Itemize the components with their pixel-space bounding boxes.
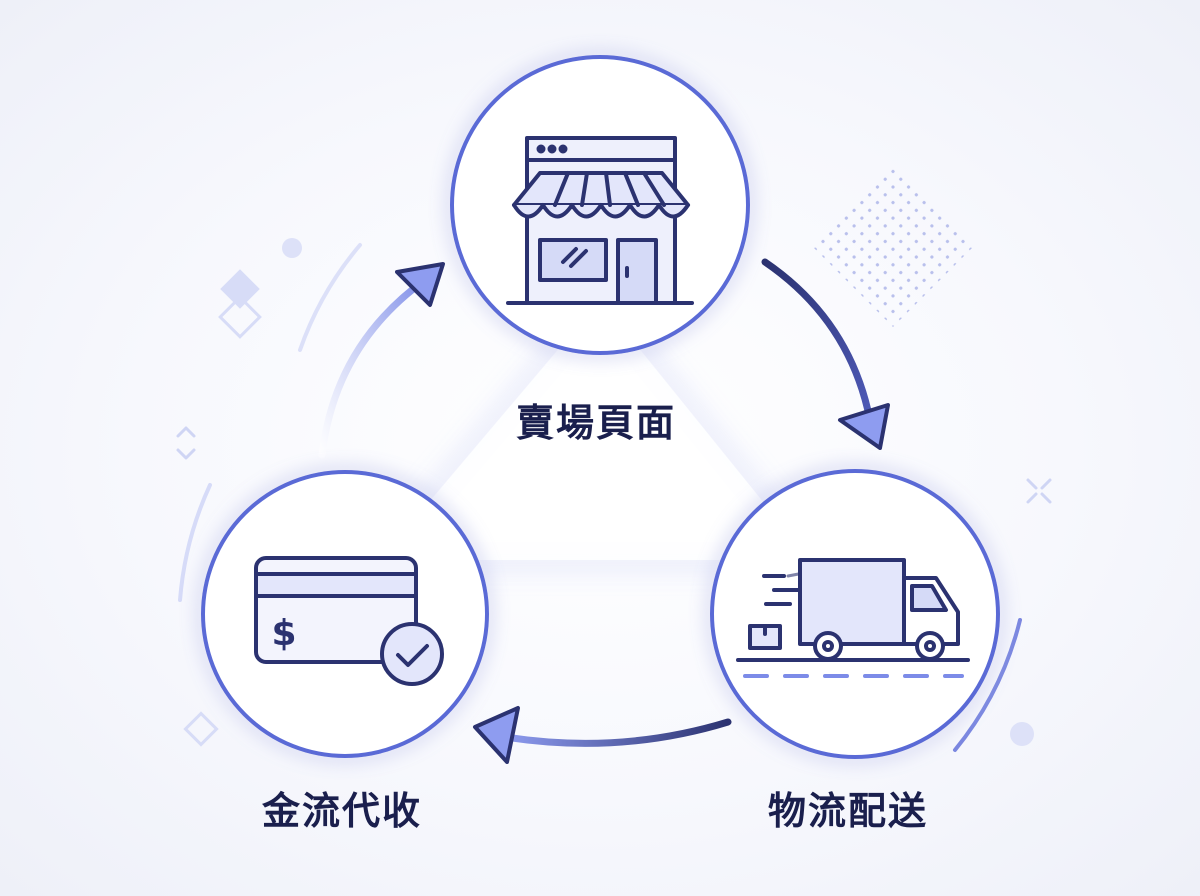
dot-icon: [1010, 722, 1034, 746]
payment-label: 金流代收: [262, 789, 423, 833]
triangle-backdrop: [369, 292, 821, 565]
logistics-label: 物流配送: [768, 789, 929, 833]
storefront-label: 賣場頁面: [516, 401, 677, 445]
logistics-node: [710, 469, 1000, 759]
storefront-icon: [506, 136, 694, 305]
orbit-arc-lines: [178, 243, 1022, 752]
diamond-outline-icon: [183, 711, 219, 747]
svg-text:$: $: [271, 613, 296, 654]
arrow-logistics-to-payment: [473, 706, 732, 764]
delivery-truck-icon: [736, 558, 970, 678]
arrow-storefront-to-logistics: [761, 258, 890, 450]
storefront-node: [450, 55, 750, 355]
credit-card-check-icon: $: [254, 556, 444, 686]
diamond-pair-icon: [218, 269, 262, 339]
corner-brackets-icon: [176, 426, 196, 460]
dot-icon: [282, 238, 302, 258]
sparkle-x-icon: [1026, 478, 1052, 504]
arrow-payment-to-storefront: [318, 262, 445, 459]
dot-grid-diamond-icon: [810, 162, 976, 328]
payment-node: $: [201, 470, 489, 758]
